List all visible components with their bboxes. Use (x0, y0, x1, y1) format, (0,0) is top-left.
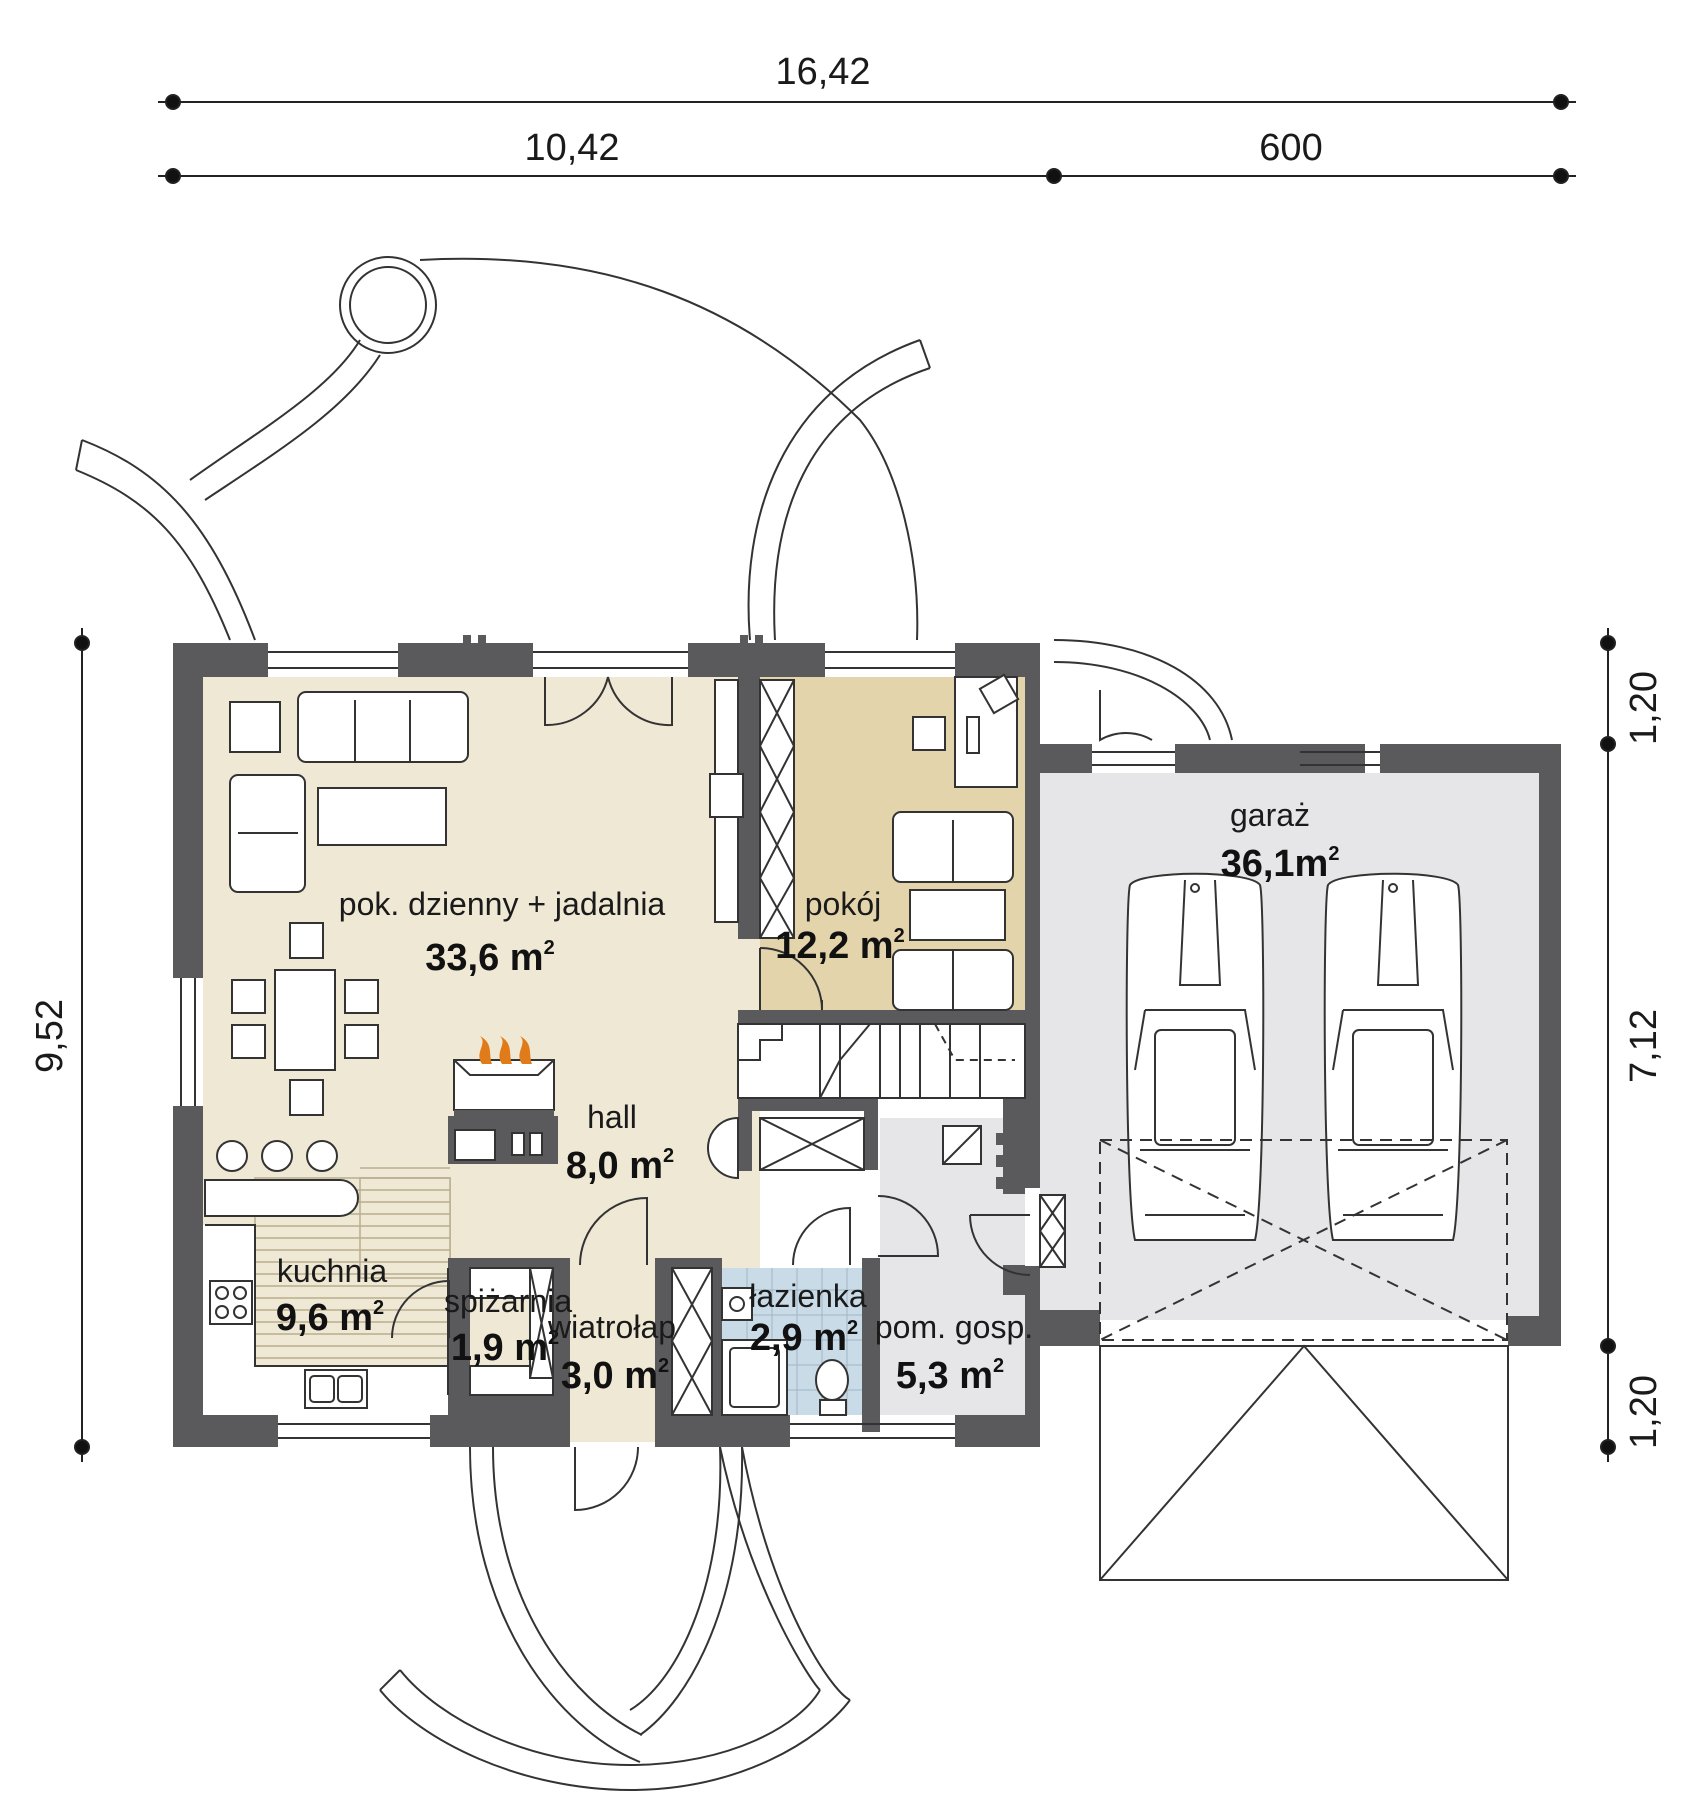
room-kuchnia-name: kuchnia (277, 1253, 388, 1289)
room-hall-name: hall (587, 1099, 637, 1135)
car-icon (1323, 872, 1463, 1241)
pantry-shelves (469, 1267, 713, 1416)
dim-right-middle: 7,12 (1623, 1009, 1665, 1083)
pokoj-furniture (892, 673, 1020, 1011)
room-pokoj-name: pokój (805, 886, 882, 922)
garage-door-swing (1099, 1139, 1508, 1341)
dim-right-width: 600 (1259, 127, 1322, 169)
fireplace (448, 1059, 558, 1164)
bath-fixtures (721, 1287, 849, 1416)
car-icon (1125, 872, 1265, 1241)
garden-arcs (75, 256, 1233, 1792)
room-kuchnia-area: 9,6 m2 (276, 1297, 384, 1339)
walls (173, 643, 1561, 1447)
stairs (707, 1023, 1026, 1180)
room-garaz-area: 36,1m2 (1221, 843, 1340, 885)
dim-left-width: 10,42 (524, 127, 619, 169)
dim-total-width: 16,42 (775, 51, 870, 93)
room-lazienka-area: 2,9 m2 (750, 1317, 858, 1359)
room-lazienka-name: łazienka (749, 1278, 867, 1314)
living-furniture (204, 691, 469, 1409)
dim-right-bottom: 1,20 (1623, 1375, 1665, 1449)
room-garaz-name: garaż (1230, 797, 1310, 833)
dim-total-depth: 9,52 (29, 999, 71, 1073)
room-labels: pok. dzienny + jadalnia 33,6 m2 pokój 12… (276, 797, 1340, 1397)
dim-right-top: 1,20 (1623, 671, 1665, 745)
room-living-name: pok. dzienny + jadalnia (339, 886, 666, 922)
room-spizarnia-area: 1,9 m2 (451, 1327, 559, 1369)
dimension-lines (74, 94, 1616, 1462)
garage-canopy (1099, 1344, 1509, 1581)
room-living-area: 33,6 m2 (425, 937, 554, 979)
fire-icon (479, 1036, 532, 1064)
built-in-cabinets (709, 679, 795, 939)
windows (180, 651, 1380, 1439)
room-pokoj-area: 12,2 m2 (775, 925, 904, 967)
room-gosp-name: pom. gosp. (875, 1309, 1033, 1345)
gosp-furniture (942, 1125, 1066, 1268)
chimney-marks (463, 635, 763, 645)
room-hall-area: 8,0 m2 (566, 1145, 674, 1187)
room-spizarnia-name: spiżarnia (444, 1283, 572, 1319)
room-gosp-area: 5,3 m2 (896, 1355, 1004, 1397)
room-wiatrolap-area: 3,0 m2 (561, 1355, 669, 1397)
doors (391, 676, 1153, 1512)
room-wiatrolap-name: wiatrołap (547, 1309, 676, 1345)
